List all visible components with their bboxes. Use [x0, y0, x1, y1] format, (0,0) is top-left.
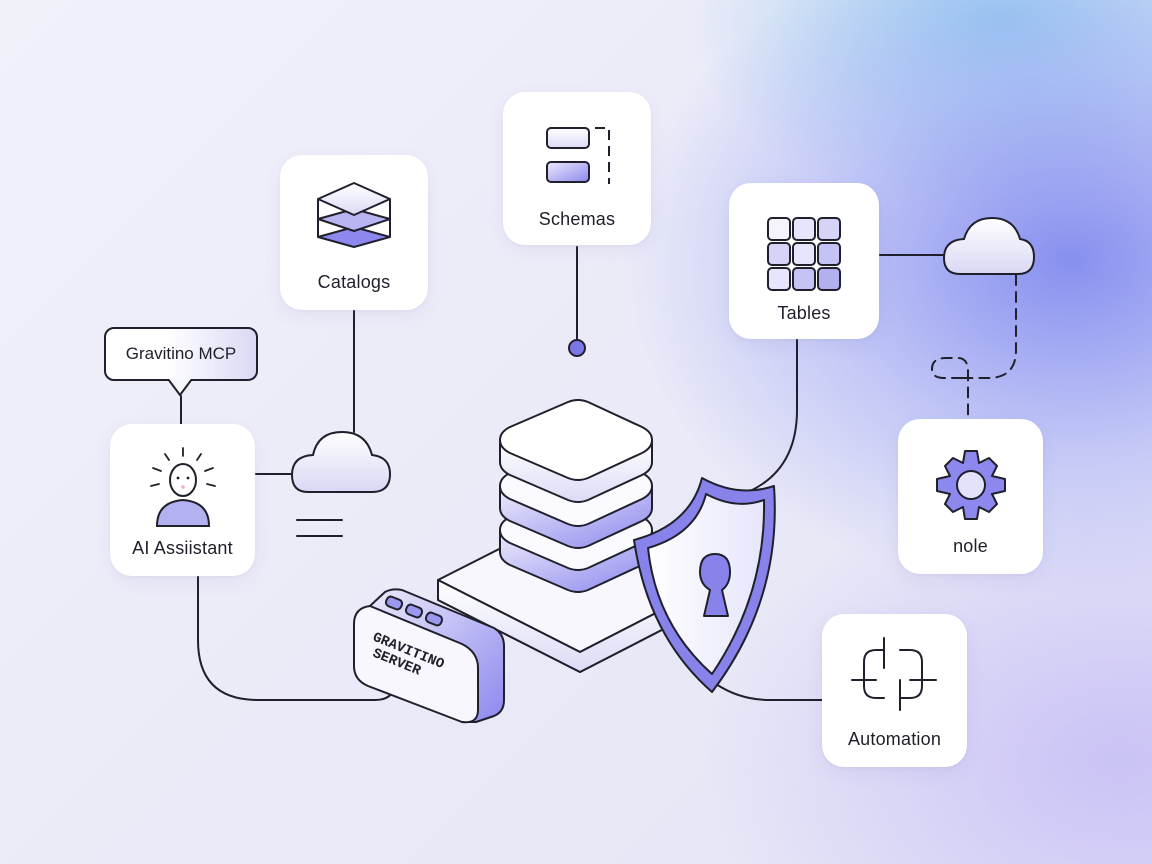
layers-icon	[317, 182, 391, 248]
schemas-pin-dot	[568, 339, 586, 357]
server-led	[384, 595, 404, 611]
tables-label: Tables	[777, 303, 831, 323]
automation-label: Automation	[847, 729, 942, 749]
gear-icon	[936, 450, 1006, 520]
server-led	[424, 611, 444, 627]
person-icon	[150, 447, 216, 527]
schema-icon	[546, 127, 610, 184]
connector-cloud-role	[961, 274, 1017, 379]
ai-assistant-card[interactable]: AI Assiistant	[110, 424, 255, 576]
cloud-icon	[942, 216, 1036, 275]
role-label: nole	[953, 536, 988, 556]
schemas-card[interactable]: Schemas	[503, 92, 651, 245]
automation-card[interactable]: Automation	[822, 614, 967, 767]
role-card[interactable]: nole	[898, 419, 1043, 574]
ai-assistant-label: AI Assiistant	[132, 538, 233, 558]
catalogs-card[interactable]: Catalogs	[280, 155, 428, 310]
connector-shield-automation	[715, 683, 823, 701]
schemas-label: Schemas	[538, 209, 616, 229]
bubble-tail	[168, 379, 193, 396]
grid-icon	[767, 217, 841, 291]
cloud-icon	[290, 430, 392, 493]
server-led	[404, 603, 424, 619]
connector-tables-shield	[747, 339, 798, 493]
bubble-text: Gravitino MCP	[125, 344, 237, 363]
automation-icon	[851, 637, 937, 711]
connector-loop	[930, 357, 969, 421]
server-icon: GRAVITINO SERVER	[353, 588, 505, 724]
shield-keyhole-icon	[633, 477, 776, 693]
catalogs-label: Catalogs	[317, 272, 391, 292]
gravitino-mcp-bubble: Gravitino MCP	[104, 327, 258, 381]
tables-card[interactable]: Tables	[729, 183, 879, 339]
connectors	[180, 246, 1017, 701]
